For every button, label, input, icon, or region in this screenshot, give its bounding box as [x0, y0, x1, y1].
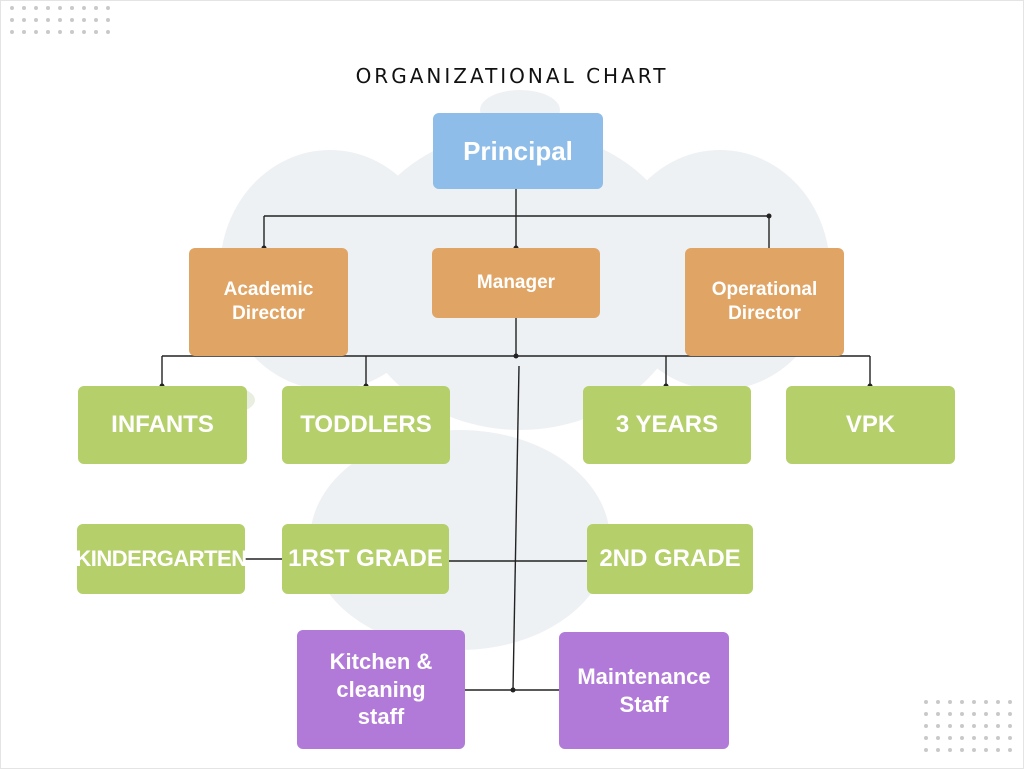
decorative-dot — [972, 736, 976, 740]
decorative-dot — [996, 724, 1000, 728]
decorative-dot — [924, 736, 928, 740]
decorative-dot — [82, 30, 86, 34]
decorative-dot — [984, 712, 988, 716]
decorative-dot — [46, 18, 50, 22]
decorative-dot — [960, 736, 964, 740]
decorative-dot — [936, 700, 940, 704]
decorative-dot — [996, 700, 1000, 704]
decorative-dot — [972, 712, 976, 716]
decorative-dot — [22, 6, 26, 10]
chart-title: ORGANIZATIONAL CHART — [355, 64, 669, 88]
decorative-dot — [70, 30, 74, 34]
decorative-dot — [94, 18, 98, 22]
decorative-dot — [936, 748, 940, 752]
decorative-dot — [960, 724, 964, 728]
node-principal: Principal — [433, 113, 603, 189]
decorative-dot-grid-bottom — [924, 700, 1024, 760]
decorative-dot — [10, 18, 14, 22]
decorative-dot — [70, 18, 74, 22]
decorative-dot — [996, 748, 1000, 752]
decorative-dot — [924, 724, 928, 728]
decorative-dot — [94, 30, 98, 34]
decorative-dot — [22, 30, 26, 34]
decorative-dot — [46, 30, 50, 34]
decorative-dot — [948, 700, 952, 704]
decorative-dot — [972, 700, 976, 704]
decorative-dot — [936, 736, 940, 740]
decorative-dot — [960, 700, 964, 704]
decorative-dot — [960, 712, 964, 716]
decorative-dot — [936, 724, 940, 728]
decorative-dot — [82, 6, 86, 10]
decorative-dot — [984, 736, 988, 740]
decorative-dot — [34, 30, 38, 34]
decorative-dot — [1008, 700, 1012, 704]
node-toddlers: TODDLERS — [282, 386, 450, 464]
decorative-dot — [948, 724, 952, 728]
node-vpk: VPK — [786, 386, 955, 464]
decorative-dot — [58, 18, 62, 22]
decorative-dot — [924, 700, 928, 704]
node-kitchen-cleaning-staff: Kitchen & cleaning staff — [297, 630, 465, 749]
decorative-dot — [10, 30, 14, 34]
decorative-dot — [972, 724, 976, 728]
decorative-dot-grid-top — [10, 6, 110, 36]
decorative-dot — [948, 748, 952, 752]
node-operational-director: Operational Director — [685, 248, 844, 356]
decorative-dot — [34, 6, 38, 10]
decorative-dot — [948, 736, 952, 740]
decorative-dot — [960, 748, 964, 752]
decorative-dot — [1008, 724, 1012, 728]
node-maintenance-staff: Maintenance Staff — [559, 632, 729, 749]
decorative-dot — [10, 6, 14, 10]
decorative-dot — [106, 18, 110, 22]
decorative-dot — [70, 6, 74, 10]
decorative-dot — [984, 700, 988, 704]
node-2nd-grade: 2ND GRADE — [587, 524, 753, 594]
decorative-dot — [1008, 736, 1012, 740]
decorative-dot — [924, 712, 928, 716]
decorative-dot — [46, 6, 50, 10]
node-manager: Manager — [432, 248, 600, 318]
decorative-dot — [996, 712, 1000, 716]
decorative-dot — [82, 18, 86, 22]
decorative-dot — [106, 6, 110, 10]
decorative-dot — [1008, 712, 1012, 716]
decorative-dot — [22, 18, 26, 22]
decorative-dot — [58, 6, 62, 10]
decorative-dot — [984, 724, 988, 728]
node-kindergarten: KINDERGARTEN — [75, 524, 247, 594]
node-infants: INFANTS — [78, 386, 247, 464]
decorative-dot — [924, 748, 928, 752]
node-3-years: 3 YEARS — [583, 386, 751, 464]
decorative-dot — [106, 30, 110, 34]
decorative-dot — [936, 712, 940, 716]
decorative-dot — [34, 18, 38, 22]
decorative-dot — [94, 6, 98, 10]
decorative-dot — [972, 748, 976, 752]
node-1rst-grade: 1RST GRADE — [282, 524, 449, 594]
node-academic-director: Academic Director — [189, 248, 348, 356]
decorative-dot — [58, 30, 62, 34]
decorative-dot — [948, 712, 952, 716]
decorative-dot — [984, 748, 988, 752]
decorative-dot — [996, 736, 1000, 740]
decorative-dot — [1008, 748, 1012, 752]
